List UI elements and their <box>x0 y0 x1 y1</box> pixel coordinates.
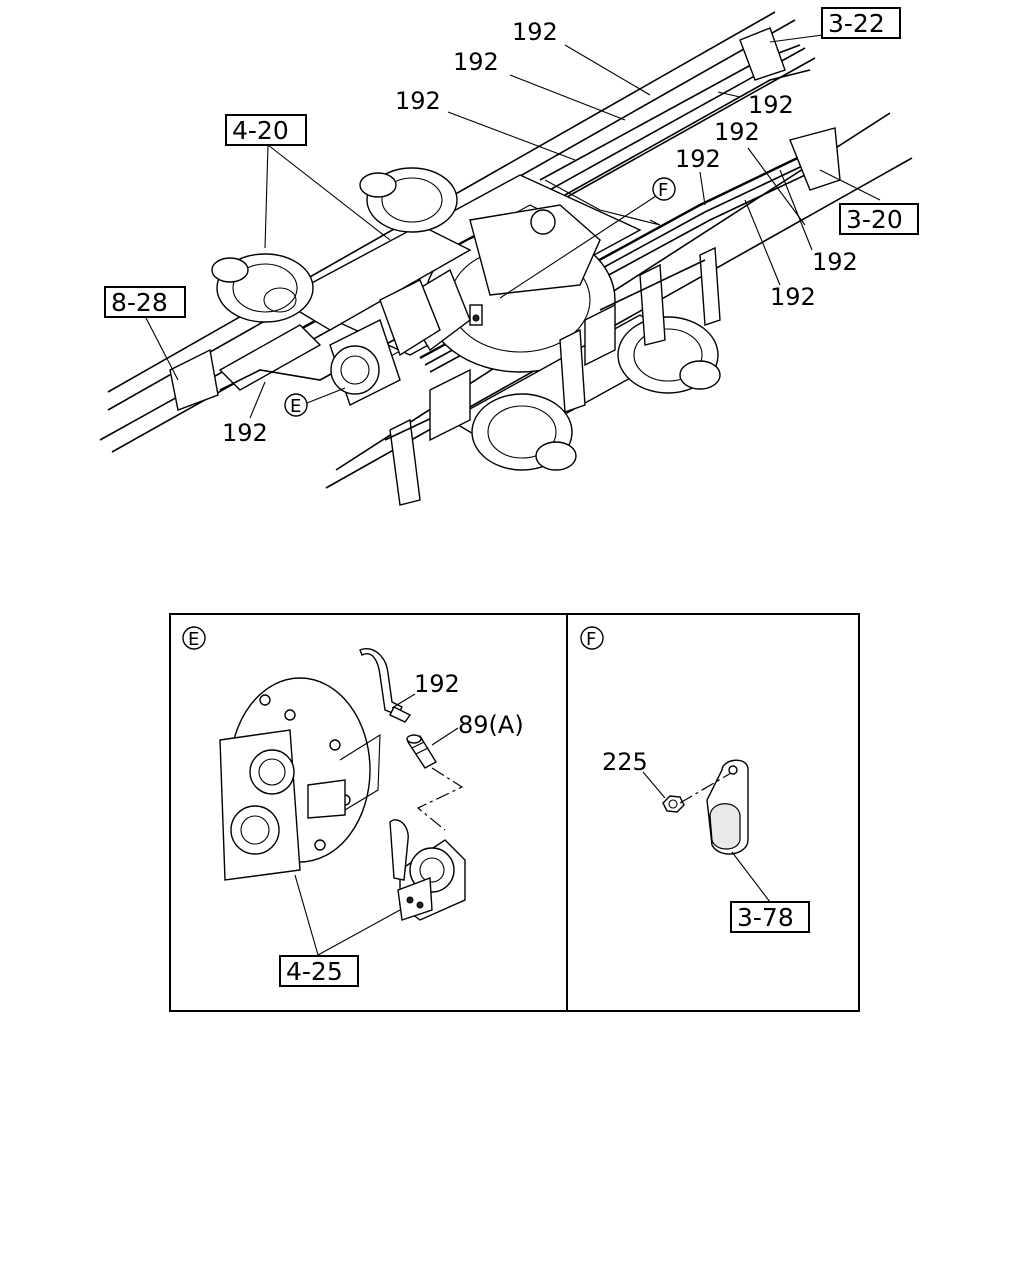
label-192-top-4: 192 <box>748 91 794 119</box>
bracket-3-78 <box>706 759 749 855</box>
ref-box-3-78[interactable]: 3-78 <box>730 901 810 933</box>
ref-box-4-20[interactable]: 4-20 <box>225 114 307 146</box>
callout-f-panel: F <box>580 626 604 650</box>
assembly-dash-f <box>679 772 732 804</box>
wheel-carrier-e <box>329 279 441 406</box>
reference-boxes: 3-22 4-20 3-20 8-28 <box>104 7 919 318</box>
ref-8-28-text: 8-28 <box>111 288 168 317</box>
label-192-top-3: 192 <box>395 87 441 115</box>
nut-225 <box>662 795 685 813</box>
callout-f-panel-text: F <box>586 629 596 650</box>
label-192-right-4: 192 <box>770 283 816 311</box>
label-192-top-1: 192 <box>512 18 558 46</box>
callout-e-panel: E <box>182 626 206 650</box>
callout-e-panel-text: E <box>188 629 199 650</box>
brake-chamber <box>389 819 466 921</box>
ref-3-22-text: 3-22 <box>828 9 885 38</box>
label-192-right-1: 192 <box>714 118 760 146</box>
callout-e-main[interactable]: E <box>284 393 308 417</box>
ref-4-25-text: 4-25 <box>286 957 343 986</box>
assembly-dash-e <box>416 767 464 831</box>
leader-lines <box>144 24 899 419</box>
part-number-labels: 192 192 192 192 192 192 192 192 192 <box>222 18 858 447</box>
label-192-top-2: 192 <box>453 48 499 76</box>
callout-e-main-text: E <box>290 396 301 417</box>
detail-panel-f: F 225 3-78 <box>580 626 810 933</box>
label-192-left: 192 <box>222 419 268 447</box>
connector-89a <box>406 734 437 769</box>
label-192-detail-e: 192 <box>414 670 460 698</box>
forward-axle <box>211 167 472 331</box>
label-192-right-3: 192 <box>812 248 858 276</box>
callout-f-main[interactable]: F <box>652 177 676 201</box>
ref-box-3-22[interactable]: 3-22 <box>821 7 901 39</box>
ref-box-8-28[interactable]: 8-28 <box>104 286 186 318</box>
label-89a: 89(A) <box>458 711 524 739</box>
ref-box-4-25[interactable]: 4-25 <box>279 955 359 987</box>
hub-flange <box>219 677 381 881</box>
hose-192 <box>359 648 412 723</box>
ref-box-3-20[interactable]: 3-20 <box>839 203 919 235</box>
label-225: 225 <box>602 748 648 776</box>
ref-3-78-text: 3-78 <box>737 903 794 932</box>
ref-4-20-text: 4-20 <box>232 116 289 145</box>
label-192-right-2: 192 <box>675 145 721 173</box>
detail-panel-e: E <box>182 626 524 987</box>
ref-3-20-text: 3-20 <box>846 205 903 234</box>
callout-f-main-text: F <box>658 180 668 201</box>
